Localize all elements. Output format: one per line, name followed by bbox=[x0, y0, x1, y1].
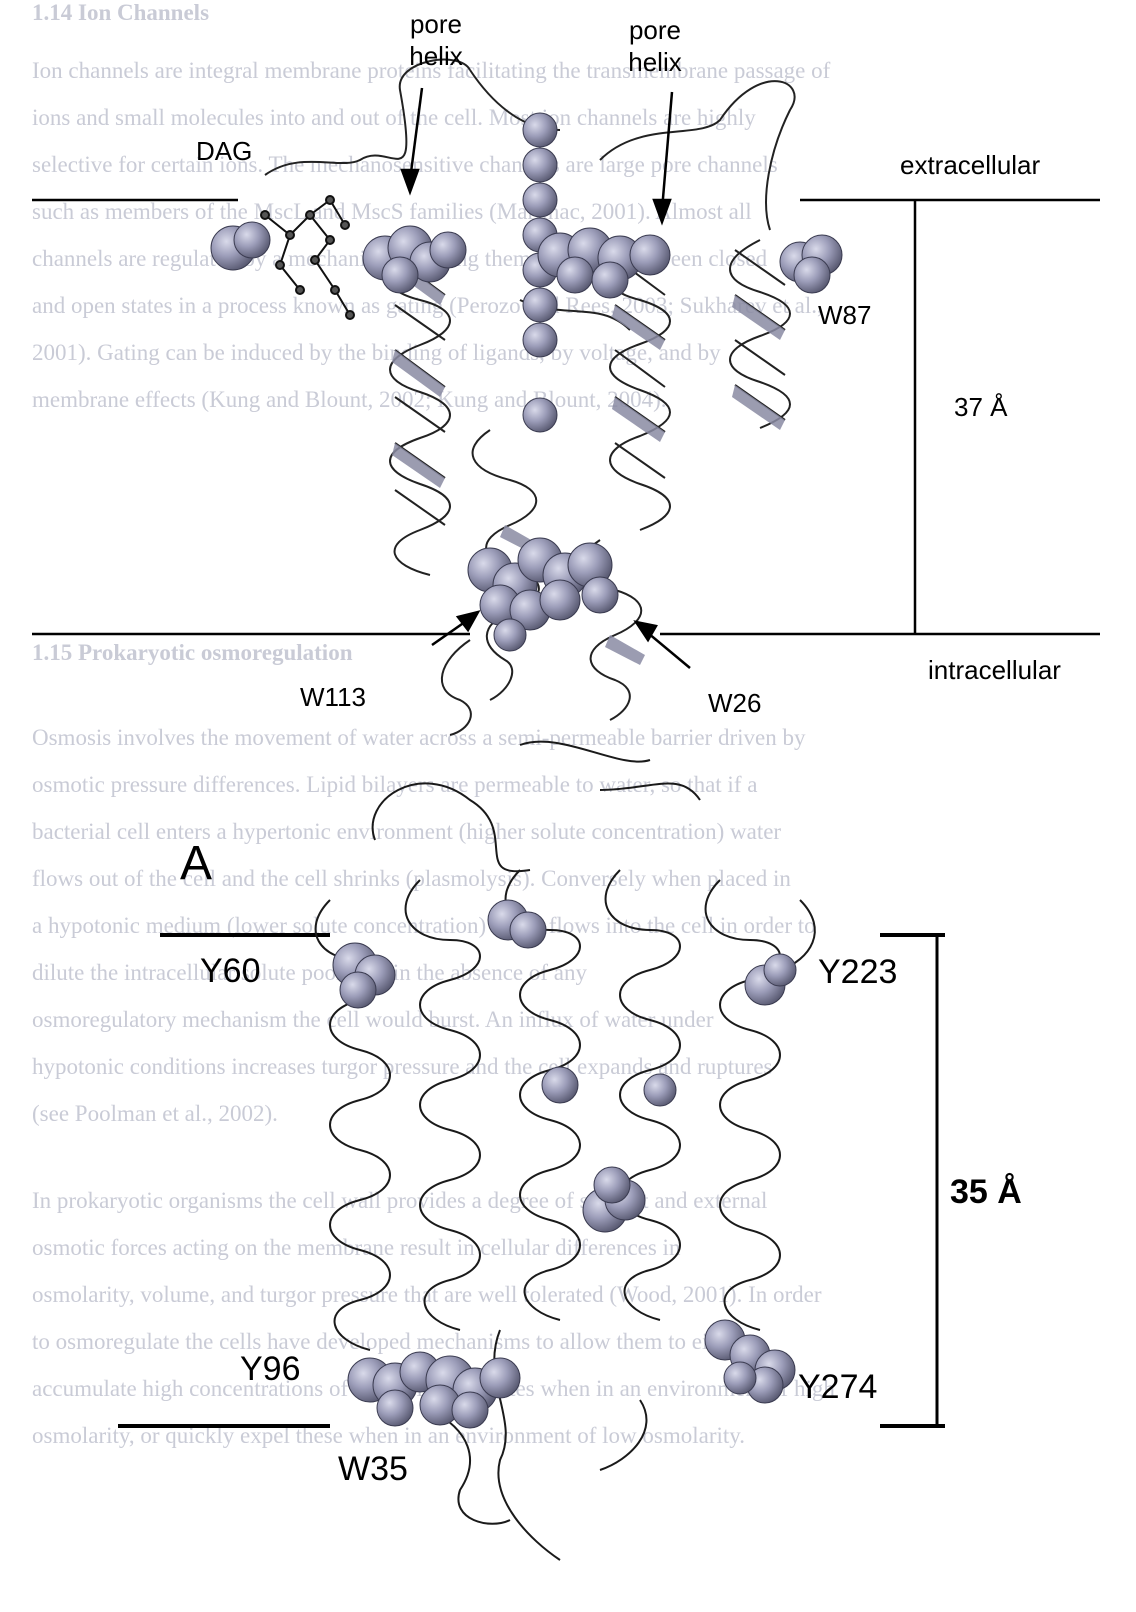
bottom-distance-label: 35 Å bbox=[950, 1173, 1022, 1212]
dag-ligand bbox=[261, 196, 354, 319]
bottom-ribbon-structure bbox=[316, 742, 815, 1560]
pore-helix-right-label: pore helix bbox=[605, 14, 705, 78]
top-spheres bbox=[211, 113, 842, 651]
extracellular-label: extracellular bbox=[900, 150, 1040, 181]
intracellular-label: intracellular bbox=[928, 655, 1061, 686]
w26-label: W26 bbox=[708, 688, 761, 719]
pore-helix-left-line1: pore bbox=[386, 8, 486, 40]
w87-label: W87 bbox=[818, 300, 871, 331]
top-distance-label: 37 Å bbox=[954, 392, 1008, 423]
y60-label: Y60 bbox=[200, 952, 261, 991]
y96-label: Y96 bbox=[240, 1350, 301, 1389]
panel-label: A bbox=[180, 836, 212, 891]
dag-label: DAG bbox=[196, 136, 252, 167]
y223-label: Y223 bbox=[818, 953, 897, 992]
pore-helix-left-label: pore helix bbox=[386, 8, 486, 72]
y274-label: Y274 bbox=[798, 1368, 877, 1407]
pore-helix-right-line1: pore bbox=[605, 14, 705, 46]
w35-label: W35 bbox=[338, 1450, 408, 1489]
pore-helix-right-line2: helix bbox=[605, 46, 705, 78]
pore-helix-left-line2: helix bbox=[386, 40, 486, 72]
w113-label: W113 bbox=[300, 682, 366, 713]
